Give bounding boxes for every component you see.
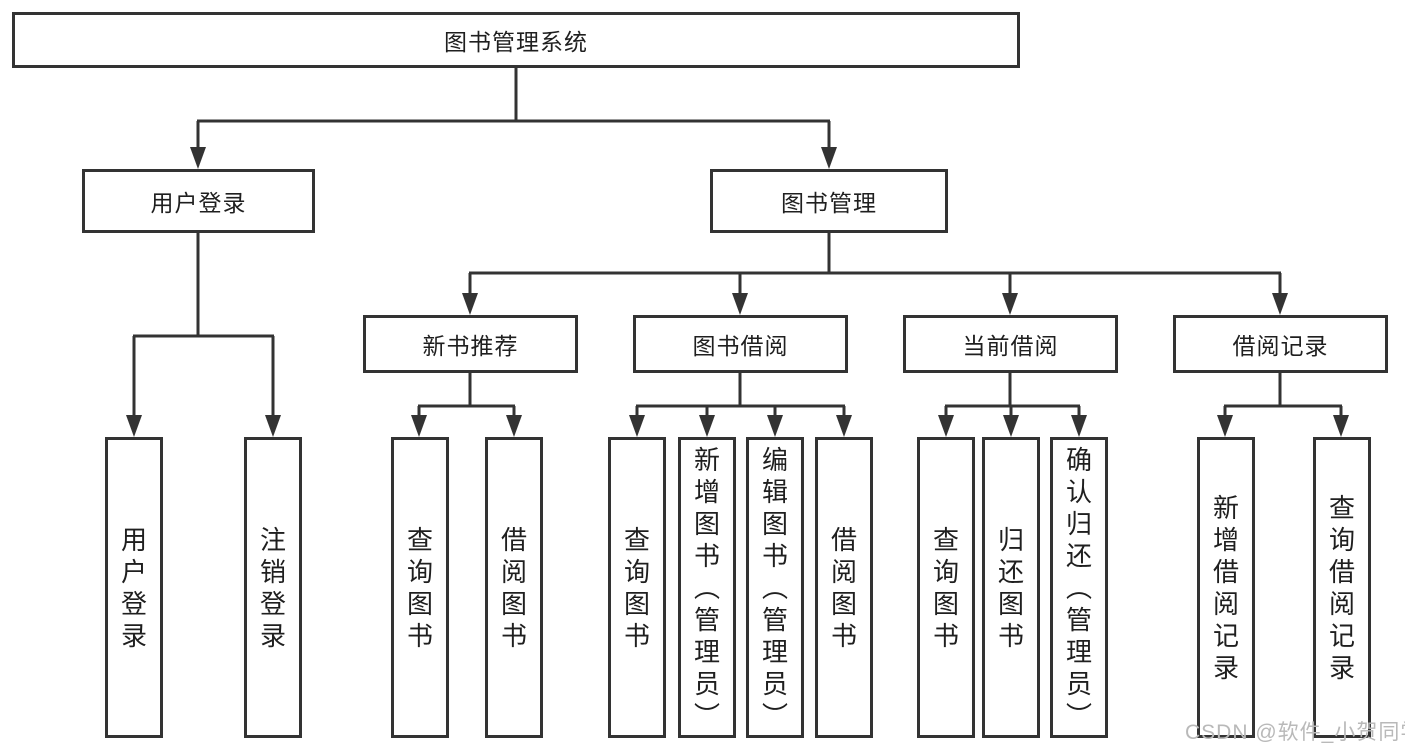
connector-user-login-children — [126, 233, 281, 437]
node-current-borrow: 当前借阅 — [903, 315, 1118, 373]
leaf-user-login: 用户登录 — [105, 437, 163, 738]
connector-book-mgmt-to-level3 — [462, 233, 1288, 315]
csdn-watermark: CSDN @软件_小贺同学 — [1185, 721, 1405, 744]
node-book-management: 图书管理 — [710, 169, 948, 233]
leaf-query-books-borrow: 查询图书 — [608, 437, 666, 738]
connector-new-book-children — [411, 373, 522, 437]
leaf-confirm-return-admin: 确认归还︵管理员︶ — [1050, 437, 1108, 738]
node-book-borrow: 图书借阅 — [633, 315, 848, 373]
leaf-add-borrow-record: 新增借阅记录 — [1197, 437, 1255, 738]
leaf-return-books: 归还图书 — [982, 437, 1040, 738]
connector-root-to-level2 — [190, 68, 837, 169]
leaf-edit-books-admin: 编辑图书︵管理员︶ — [746, 437, 804, 738]
connector-book-borrow-children — [629, 373, 852, 437]
leaf-query-books-recommend: 查询图书 — [391, 437, 449, 738]
leaf-query-borrow-record: 查询借阅记录 — [1313, 437, 1371, 738]
leaf-add-books-admin: 新增图书︵管理员︶ — [678, 437, 736, 738]
leaf-borrow-books: 借阅图书 — [815, 437, 873, 738]
node-root-system: 图书管理系统 — [12, 12, 1020, 68]
node-new-book-recommend: 新书推荐 — [363, 315, 578, 373]
leaf-query-books-current: 查询图书 — [917, 437, 975, 738]
connector-borrow-records-children — [1217, 373, 1349, 437]
connector-current-borrow-children — [938, 373, 1087, 437]
leaf-borrow-books-recommend: 借阅图书 — [485, 437, 543, 738]
node-user-login: 用户登录 — [82, 169, 315, 233]
node-borrow-records: 借阅记录 — [1173, 315, 1388, 373]
leaf-logout: 注销登录 — [244, 437, 302, 738]
